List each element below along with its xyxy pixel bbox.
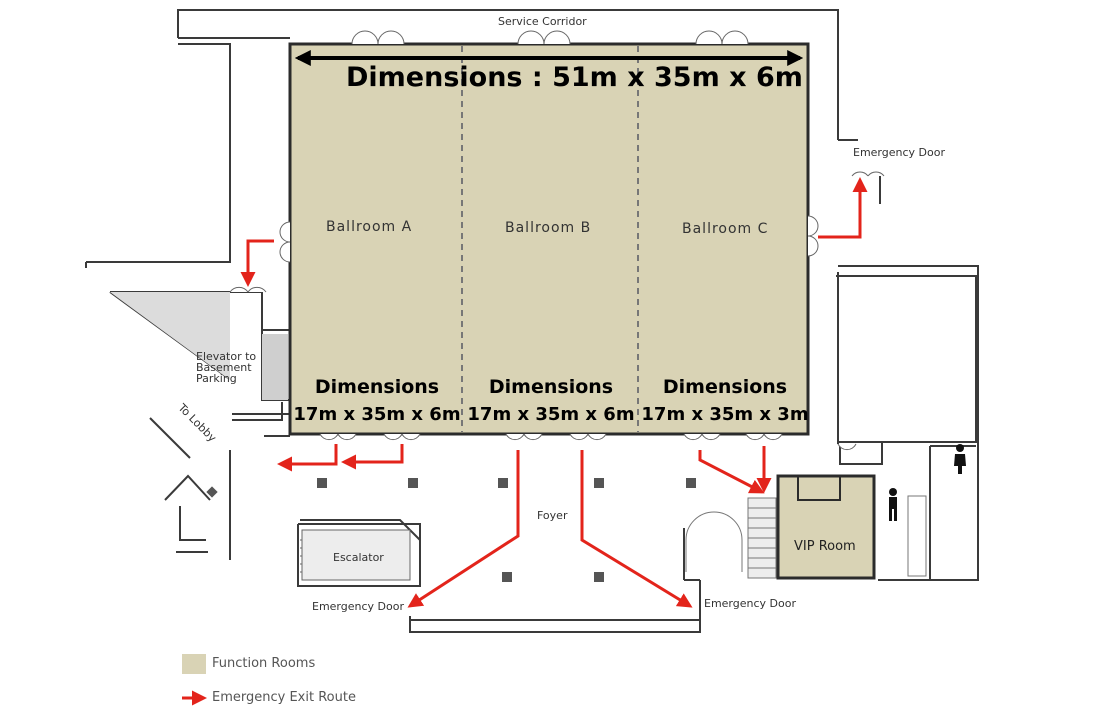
escalator-shape	[300, 529, 411, 581]
pillars	[206, 478, 696, 582]
ballroom-c-dimensions: 17m x 35m x 3m	[641, 404, 809, 425]
ballroom-a-label: Ballroom A	[326, 219, 413, 235]
foyer-label: Foyer	[537, 509, 568, 522]
washroom-stalls	[907, 495, 927, 577]
legend-exit-route: Emergency Exit Route	[212, 690, 356, 705]
vip-inner-wall	[797, 476, 841, 501]
ballroom-a-dim-heading: Dimensions	[314, 376, 440, 398]
ballroom-b-dimensions: 17m x 35m x 6m	[467, 404, 635, 425]
elevator-label-3: Parking	[196, 372, 237, 385]
ballroom-b-dim-heading: Dimensions	[488, 376, 614, 398]
ballroom-floor	[288, 42, 810, 436]
structure-shade	[110, 292, 230, 380]
stairs	[685, 497, 777, 579]
ballroom-c-label: Ballroom C	[682, 221, 769, 237]
exit-routes	[240, 177, 868, 608]
legend-swatch-function-rooms	[182, 654, 206, 674]
vip-room-floor	[776, 474, 876, 580]
legend-function-rooms: Function Rooms	[212, 656, 316, 671]
elevator-shaft	[262, 334, 288, 400]
ballroom-b-label: Ballroom B	[505, 220, 592, 236]
ballroom-a-dimensions: 17m x 35m x 6m	[293, 404, 461, 425]
elevator-label-2: Basement	[196, 361, 252, 374]
elevator-label-1: Elevator to	[196, 350, 257, 363]
doors	[229, 30, 885, 451]
ballroom-c-dim-heading: Dimensions	[662, 376, 788, 398]
emergency-door-label-east: Emergency Door	[853, 146, 945, 159]
service-corridor-label: Service Corridor	[498, 15, 587, 28]
escalator-label: Escalator	[333, 551, 384, 564]
emergency-door-label-southwest: Emergency Door	[312, 600, 404, 613]
vip-room-label: VIP Room	[794, 539, 856, 554]
emergency-door-label-southeast: Emergency Door	[704, 597, 796, 610]
overall-dimensions: Dimensions : 51m x 35m x 6m	[346, 62, 803, 93]
person-icon	[889, 444, 966, 521]
